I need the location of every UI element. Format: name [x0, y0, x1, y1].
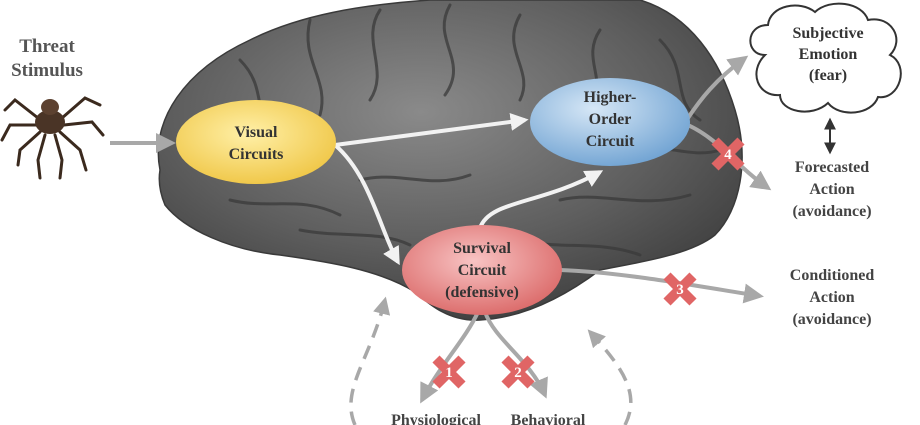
survival-to-physiological-arrow	[420, 311, 480, 404]
visual-circuits-node: Visual Circuits	[176, 100, 336, 184]
survival-to-behavioral-arrow	[483, 311, 548, 399]
higher-to-emotion-arrow	[686, 55, 749, 120]
emotion-line-3: (fear)	[809, 67, 847, 84]
blocked-marker-2: 2	[501, 355, 535, 389]
marker-number-1: 1	[445, 365, 453, 381]
survival-line-2: Circuit	[458, 262, 507, 279]
higher-order-circuit-node: Higher- Order Circuit	[530, 78, 690, 166]
feedback-arrow-left	[349, 296, 391, 425]
conditioned-action-label: Conditioned Action (avoidance)	[790, 267, 875, 328]
visual-to-survival-arrow	[333, 143, 400, 266]
threat-stimulus-title: Threat Stimulus	[11, 36, 83, 81]
subjective-emotion-cloud: Subjective Emotion (fear)	[749, 2, 902, 114]
behavioral-label: Behavioral	[511, 412, 586, 425]
forecasted-line-2: Action	[809, 181, 854, 198]
visual-line-1: Visual	[235, 124, 279, 141]
survival-to-conditioned-arrow	[559, 268, 764, 304]
connection-arrows	[110, 55, 836, 425]
spider-icon	[0, 96, 105, 180]
blocked-marker-4: 4	[711, 137, 745, 171]
visual-line-2: Circuits	[229, 146, 284, 163]
physiological-label: Physiological	[391, 412, 481, 425]
conditioned-line-2: Action	[809, 289, 854, 306]
survival-line-1: Survival	[453, 240, 511, 257]
emotion-line-2: Emotion	[799, 46, 858, 63]
higher-line-1: Higher-	[584, 89, 637, 106]
conditioned-line-1: Conditioned	[790, 267, 875, 284]
conditioned-line-3: (avoidance)	[792, 311, 871, 328]
survival-to-higher-arrow	[478, 170, 604, 229]
higher-line-2: Order	[589, 111, 632, 128]
emotion-line-1: Subjective	[792, 25, 863, 42]
marker-number-2: 2	[514, 365, 522, 381]
marker-number-3: 3	[676, 282, 684, 298]
forecasted-line-3: (avoidance)	[792, 203, 871, 220]
forecasted-action-label: Forecasted Action (avoidance)	[792, 159, 871, 220]
survival-line-3: (defensive)	[445, 284, 519, 301]
marker-number-4: 4	[724, 147, 732, 163]
blocked-marker-3: 3	[663, 272, 697, 306]
title-line-2: Stimulus	[11, 60, 83, 81]
forecasted-line-1: Forecasted	[795, 159, 869, 176]
title-line-1: Threat	[19, 36, 75, 57]
blocked-marker-1: 1	[432, 355, 466, 389]
visual-to-higher-arrow	[334, 112, 529, 147]
higher-line-3: Circuit	[586, 133, 635, 150]
feedback-arrow-right	[587, 329, 633, 425]
survival-circuit-node: Survival Circuit (defensive)	[402, 225, 562, 315]
